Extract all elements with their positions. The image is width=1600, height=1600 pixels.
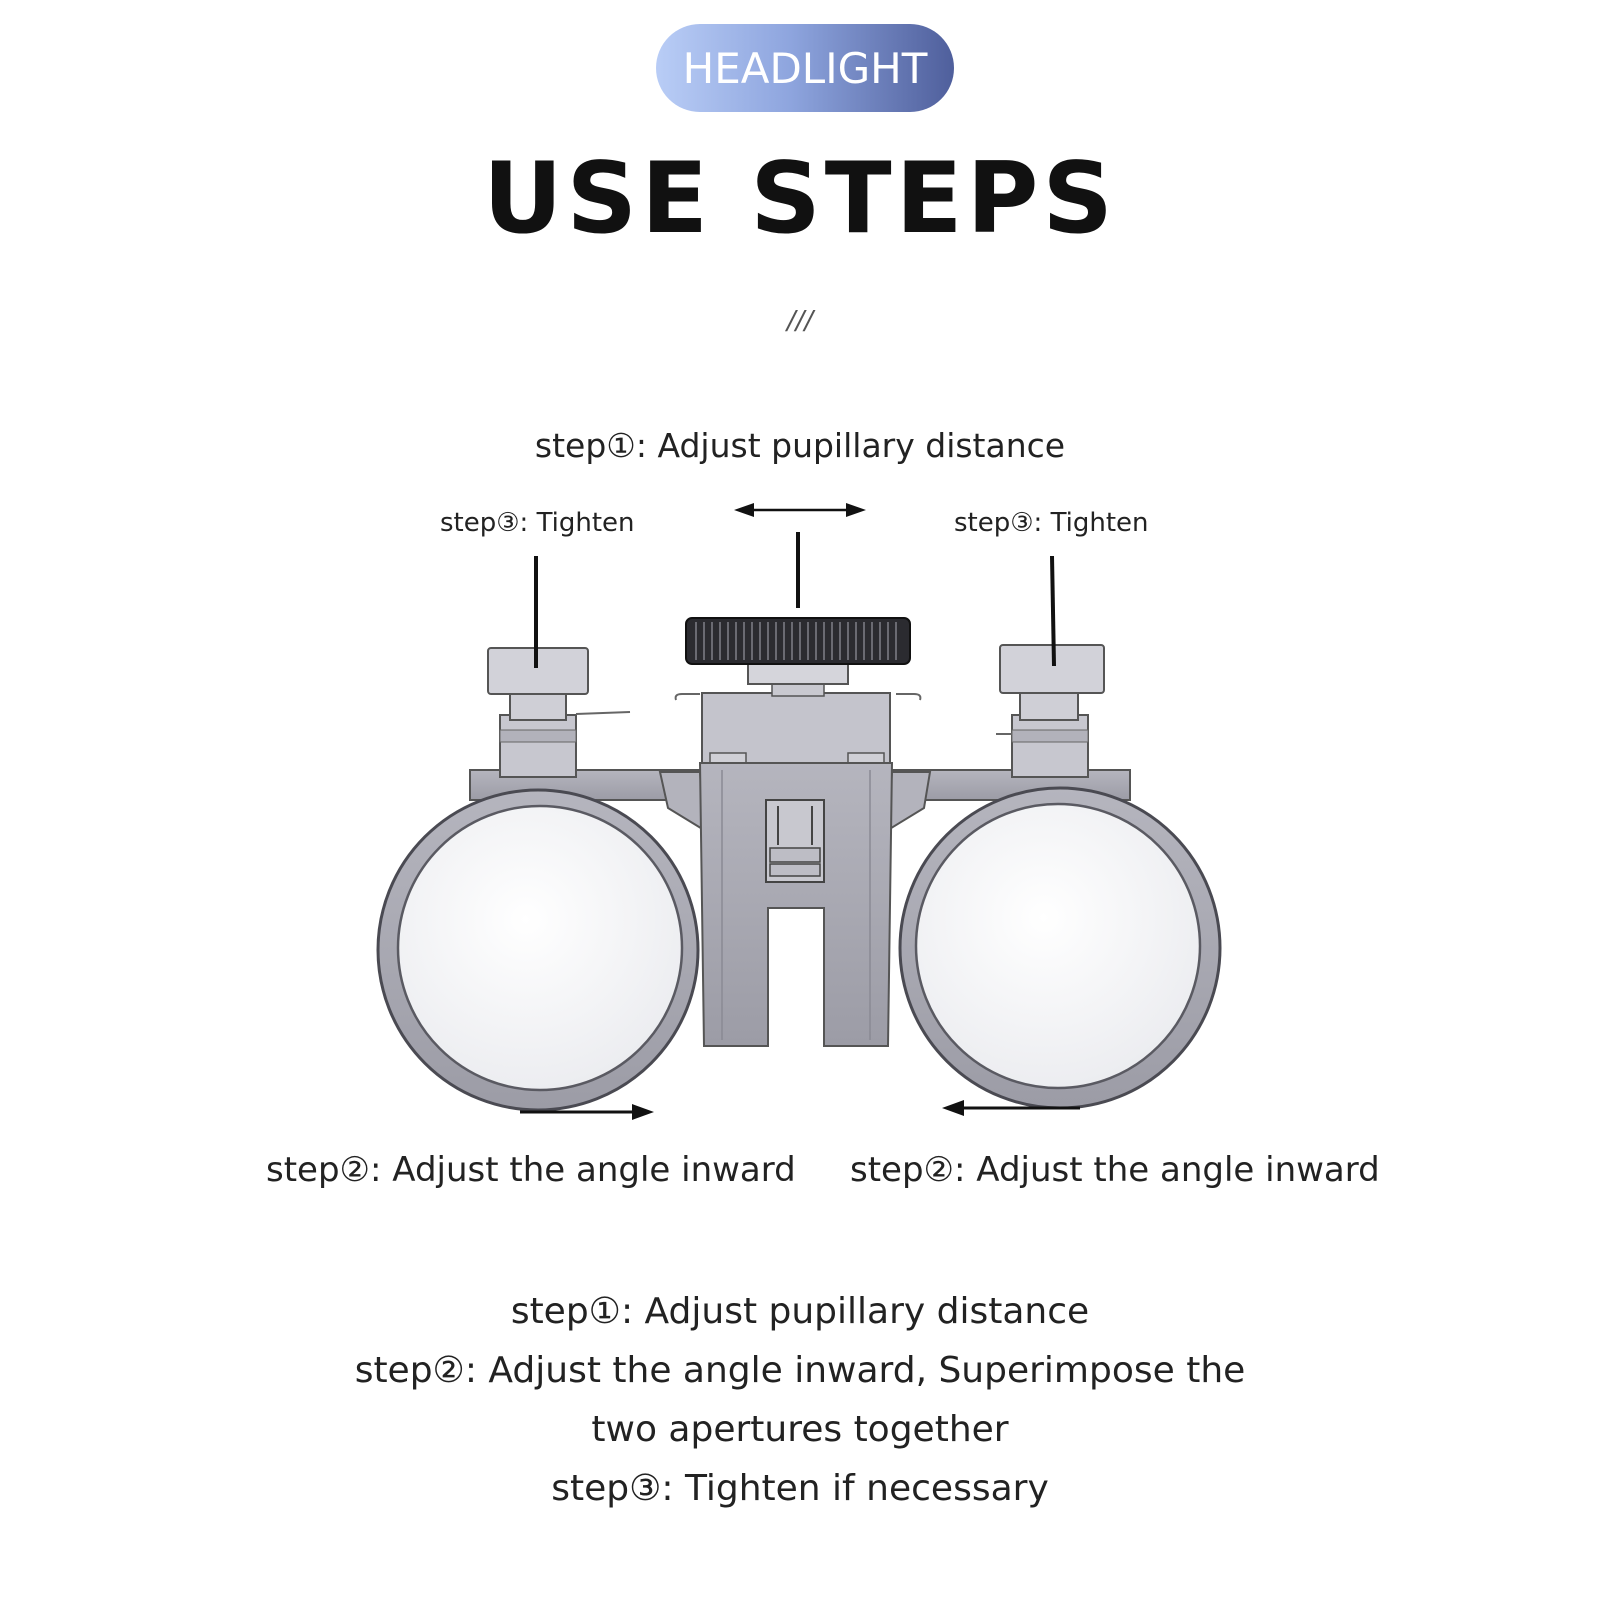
summary-line-4: step③: Tighten if necessary [551, 1468, 1049, 1509]
step1-label: step①: Adjust pupillary distance [534, 426, 1066, 465]
left-lens [376, 788, 700, 1112]
step2-left-label: step②: Adjust the angle inward [266, 1150, 796, 1190]
right-tighten-knob [996, 644, 1105, 778]
step3-right-label: step③: Tighten [954, 508, 1149, 538]
center-pd-knob [685, 617, 911, 697]
right-tighten-pointer [1050, 555, 1056, 667]
headlight-badge: HEADLIGHT [656, 24, 954, 112]
summary-line-1: step①: Adjust pupillary distance [510, 1291, 1090, 1332]
step2-right-label: step②: Adjust the angle inward [850, 1150, 1380, 1190]
page-title: USE STEPS [482, 142, 1117, 256]
badge-label: HEADLIGHT [682, 43, 928, 93]
title-divider: /// [786, 306, 814, 336]
summary-line-2: step②: Adjust the angle inward, Superimp… [354, 1350, 1246, 1391]
center-housing [658, 692, 932, 1047]
steps-summary: step①: Adjust pupillary distance step②: … [0, 1282, 1600, 1518]
right-lens [898, 786, 1222, 1110]
right-angle-arrow-icon [942, 1100, 1080, 1116]
step3-left-label: step③: Tighten [440, 508, 635, 538]
pd-double-arrow-icon [734, 503, 866, 517]
left-angle-arrow-icon [520, 1104, 654, 1120]
left-tighten-knob [487, 647, 631, 778]
summary-line-3: two apertures together [591, 1409, 1009, 1450]
